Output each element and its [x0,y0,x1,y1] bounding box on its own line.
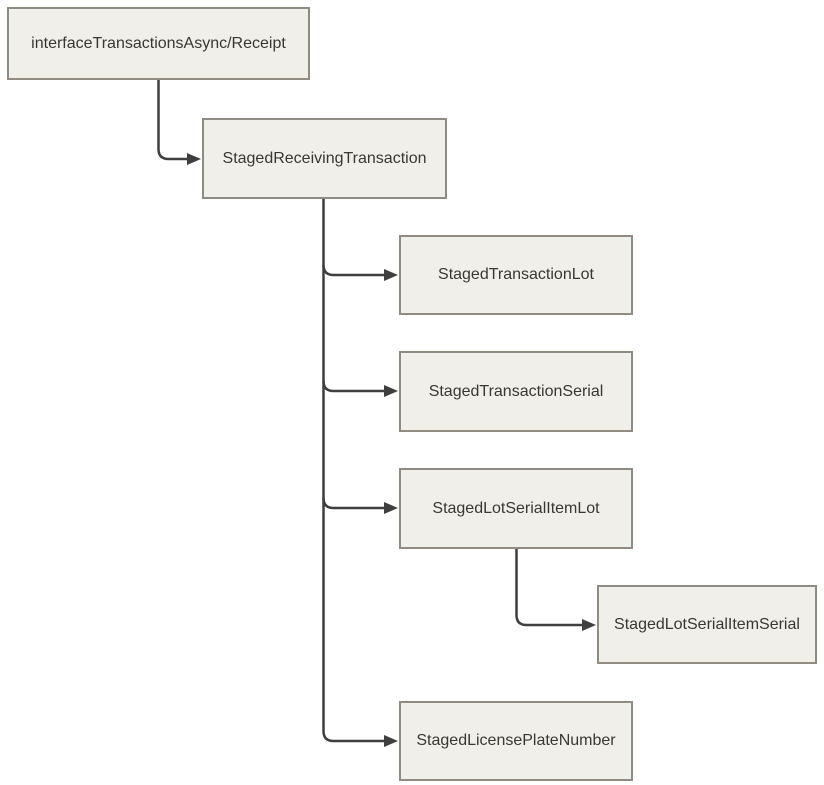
edge-stagedreceivingtransaction-to-stagedtransactionserial [322,380,398,397]
node-label: StagedLotSerialItemSerial [614,615,800,633]
node-label: StagedLicensePlateNumber [416,732,616,749]
node-staged-receiving-transaction: StagedReceivingTransaction [202,118,447,199]
edge-stagedlotserialitemlot-to-stagedlotserialitemserial [515,549,596,631]
node-staged-lot-serial-item-serial: StagedLotSerialItemSerial [597,585,817,664]
node-label: StagedTransactionLot [438,266,594,283]
node-staged-license-plate-number: StagedLicensePlateNumber [399,701,633,781]
edge-stagedreceivingtransaction-to-stagedlicenseplatenumber [322,199,398,747]
edge-stagedreceivingtransaction-to-stagedlotserialitemlot [322,497,398,514]
node-label: StagedReceivingTransaction [222,149,427,167]
node-staged-transaction-lot: StagedTransactionLot [399,235,633,315]
node-label: StagedLotSerialItemLot [432,499,600,517]
node-label: interfaceTransactionsAsync/Receipt [31,34,286,52]
edge-root-to-stagedreceivingtransaction [157,80,201,165]
node-label: StagedTransactionSerial [428,382,604,400]
node-interface-transactions-async-receipt: interfaceTransactionsAsync/Receipt [7,7,310,80]
node-staged-lot-serial-item-lot: StagedLotSerialItemLot [399,468,633,549]
node-staged-transaction-serial: StagedTransactionSerial [399,351,633,432]
edge-stagedreceivingtransaction-to-stagedtransactionlot [322,264,398,281]
